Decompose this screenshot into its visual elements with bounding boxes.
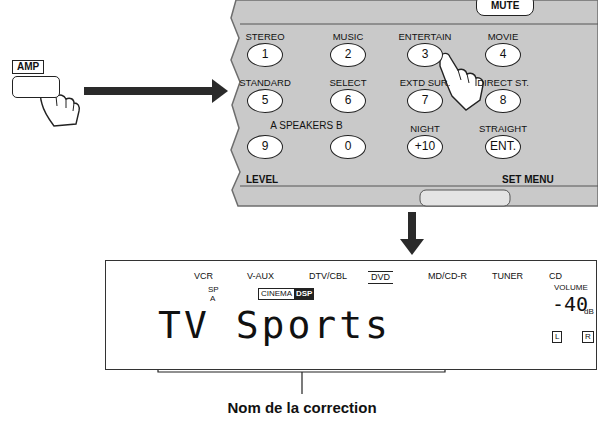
button-number: 8 — [486, 90, 520, 111]
button-number: 4 — [486, 44, 520, 65]
button-number: 9 — [248, 136, 282, 157]
caption-label: Nom de la correction — [227, 399, 376, 416]
panel-line — [240, 24, 598, 25]
key-label: STEREO — [245, 30, 284, 43]
volume-value: -40 — [552, 293, 588, 315]
keypad-button: NIGHT+10 — [384, 120, 466, 159]
source-name: DVD — [368, 271, 393, 284]
remote-keypad: A SPEAKERS B LEVEL SET MENU MUTE STEREO1 MUSI… — [232, 0, 598, 206]
keypad-button: DIRECT ST.8 — [462, 74, 544, 113]
key-label: MUTE — [491, 0, 519, 17]
button-number: 1 — [248, 44, 282, 65]
keypad-button: 9 — [224, 120, 306, 159]
key-label: STANDARD — [239, 76, 291, 89]
source-name: DTV/CBL — [309, 271, 347, 282]
remote-body — [231, 0, 598, 206]
section-label: LEVEL — [246, 174, 278, 185]
keypad-button: MOVIE4 — [462, 28, 544, 67]
button-number: 6 — [331, 90, 365, 111]
button-number: 5 — [248, 90, 282, 111]
keypad-button: STRAIGHTENT. — [462, 120, 544, 159]
button-cap — [12, 76, 60, 98]
dsp-indicator: CINEMA — [258, 288, 295, 300]
keypad-button: SELECT6 — [307, 74, 389, 113]
program-name: TV Sports — [158, 305, 391, 345]
keypad-button: STEREO1 — [224, 28, 306, 67]
source-name: VCR — [194, 271, 213, 282]
amp-button: AMP — [12, 56, 60, 98]
button-oval: 8 — [485, 89, 521, 113]
button-number: 3 — [408, 44, 442, 65]
button-oval: +10 — [407, 135, 443, 159]
volume-label: VOLUME — [554, 283, 588, 293]
button-oval: 0 — [330, 135, 366, 159]
key-label: ENTERTAIN — [399, 30, 452, 43]
button-number: 7 — [408, 90, 442, 111]
button-oval: 1 — [247, 43, 283, 67]
key-label: NIGHT — [410, 122, 440, 135]
volume-unit: dB — [584, 307, 594, 317]
section-label: SET MENU — [502, 174, 554, 185]
button-oval: 3 — [407, 43, 443, 67]
source-name: MD/CD-R — [428, 271, 467, 282]
button-oval: 4 — [485, 43, 521, 67]
key-label: SELECT — [330, 76, 367, 89]
button-label: AMP — [12, 60, 44, 74]
flow-arrow — [400, 212, 424, 255]
button-oval: 5 — [247, 89, 283, 113]
panel-line — [240, 186, 598, 187]
source-name: TUNER — [492, 271, 523, 282]
key-label: EXTD SUR. — [400, 76, 451, 89]
hand-lines — [56, 96, 74, 111]
key-label: MOVIE — [488, 30, 519, 43]
button-oval: 7 — [407, 89, 443, 113]
leader-line — [301, 372, 302, 394]
key-label: MUSIC — [333, 30, 364, 43]
button-number: 2 — [331, 44, 365, 65]
button-oval: 9 — [247, 135, 283, 159]
speaker-indicator: A — [210, 294, 215, 304]
dsp-indicator: DSP — [294, 288, 314, 300]
button-edge — [420, 190, 510, 206]
source-name: V-AUX — [247, 271, 274, 282]
keypad-button: EXTD SUR.7 — [384, 74, 466, 113]
button-oval: 2 — [330, 43, 366, 67]
flow-arrow — [84, 79, 228, 103]
keypad-button: MUSIC2 — [307, 28, 389, 67]
mute-button: MUTE — [476, 0, 534, 16]
channel-indicator: L — [552, 331, 562, 343]
key-label: STRAIGHT — [479, 122, 527, 135]
channel-indicator: R — [582, 331, 594, 343]
button-oval: 6 — [330, 89, 366, 113]
keypad-button: ENTERTAIN3 — [384, 28, 466, 67]
key-label: A SPEAKERS B — [270, 120, 342, 131]
speaker-indicator: SP — [208, 285, 219, 295]
keypad-button: 0 — [307, 120, 389, 159]
keypad-button: STANDARD5 — [224, 74, 306, 113]
front-panel-display: VCR V-AUX DTV/CBL DVD MD/CD-R TUNER CD SPA CINEM… — [105, 260, 597, 370]
button-number: 0 — [331, 136, 365, 157]
source-name: CD — [549, 271, 562, 282]
button-oval: ENT. — [485, 135, 521, 159]
key-label: DIRECT ST. — [477, 76, 529, 89]
button-number: ENT. — [486, 136, 520, 157]
button-number: +10 — [408, 136, 442, 157]
hand-lines — [458, 70, 476, 86]
button-cap: MUTE — [476, 0, 534, 16]
